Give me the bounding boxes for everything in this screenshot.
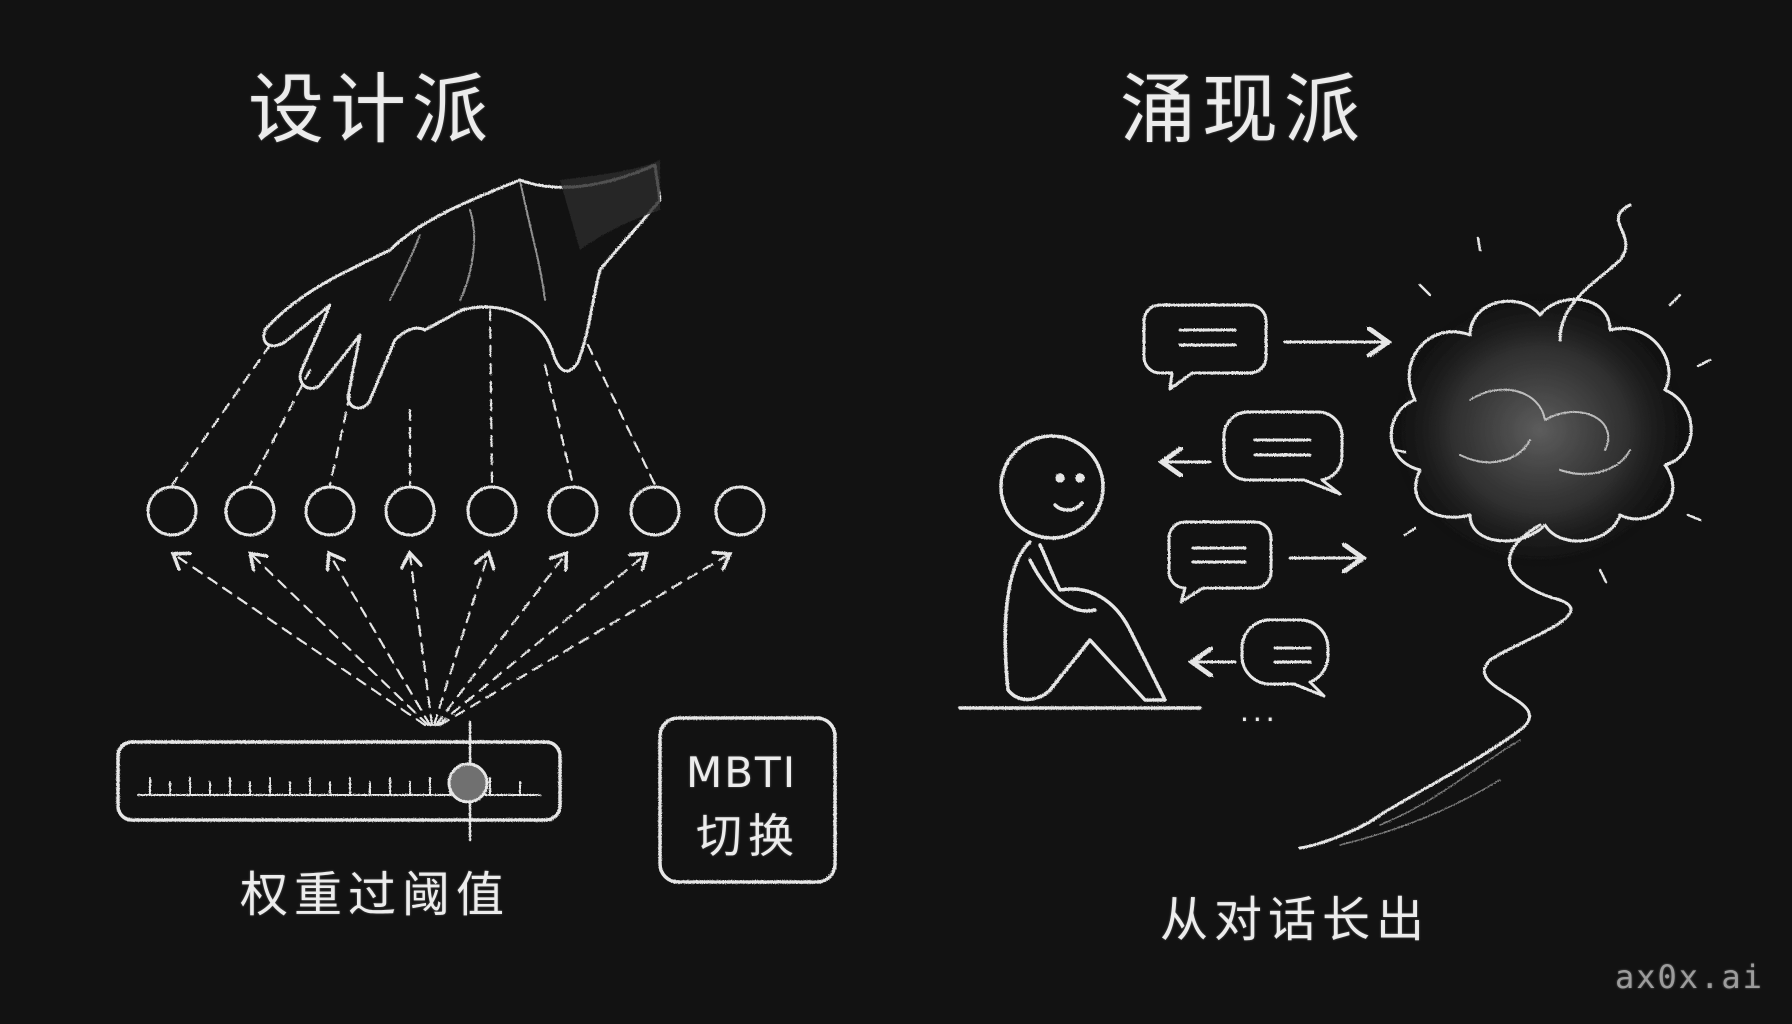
chat-bubbles [1142,303,1385,698]
chat-bubble [1240,618,1330,698]
parameter-nodes [146,485,766,537]
chat-bubble [1142,303,1268,391]
hand-control-strings [170,308,657,487]
left-title: 设计派 [248,65,494,154]
stick-figure-icon [958,434,1202,710]
mbti-switch-label: 切换 [696,809,800,863]
weight-fan-arrows [175,555,728,727]
node [714,485,766,537]
chat-bubble [1167,520,1273,604]
puppeteer-hand-icon [262,160,662,410]
slider-knob [447,762,489,804]
node [629,485,681,537]
emergent-cloud-icon [1298,203,1712,850]
node [224,485,276,537]
node [146,485,198,537]
right-caption: 从对话长出 [1160,892,1431,948]
mbti-label: MBTI [686,748,798,797]
left-caption: 权重过阈值 [240,867,511,923]
right-title: 涌现派 [1120,65,1366,154]
conversation-ellipsis: ... [1240,695,1279,728]
node [304,485,356,537]
node [547,485,599,537]
chat-bubble [1222,410,1344,496]
node [384,485,436,537]
node [466,485,518,537]
watermark: ax0x.ai [1615,958,1764,996]
mbti-box [658,716,837,884]
threshold-slider [116,720,562,842]
